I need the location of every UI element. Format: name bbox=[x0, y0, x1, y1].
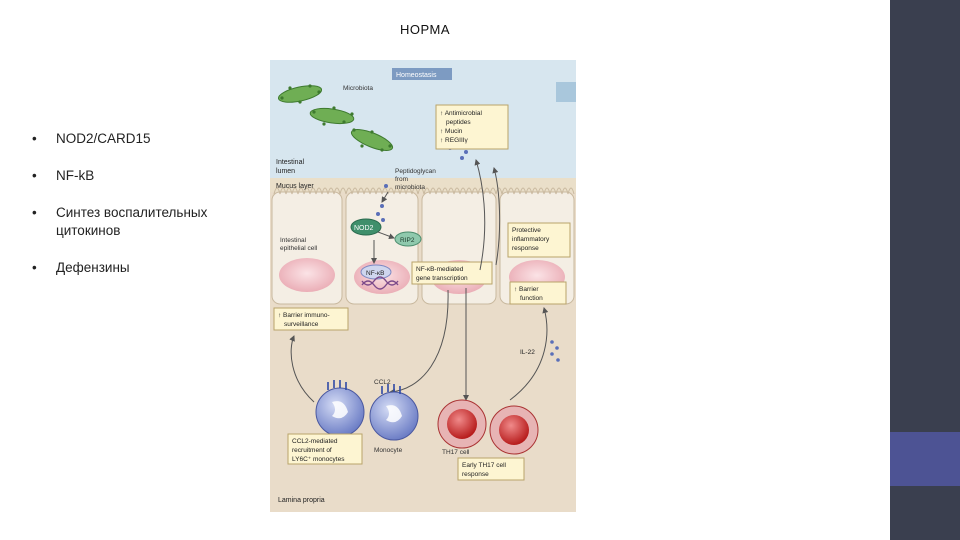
microbiota-bacteria bbox=[277, 85, 394, 151]
barrier-surveillance-box bbox=[273, 307, 349, 331]
svg-text:function: function bbox=[520, 295, 543, 302]
svg-text:epithelial cell: epithelial cell bbox=[280, 245, 318, 252]
bullet-text: NF-kB bbox=[56, 168, 95, 183]
th17-cells bbox=[437, 399, 539, 455]
nucleus bbox=[279, 258, 335, 292]
svg-text:↑ Mucin: ↑ Mucin bbox=[440, 128, 463, 135]
il22-label: IL-22 bbox=[520, 349, 535, 356]
nod2-protein bbox=[350, 218, 382, 236]
svg-text:microbiota: microbiota bbox=[395, 184, 425, 191]
svg-text:response: response bbox=[512, 245, 539, 252]
slide-title: НОРМА bbox=[399, 22, 451, 37]
peptidoglycan-label: Peptidoglycan bbox=[395, 168, 436, 175]
bullet-item: •NF-kB bbox=[32, 168, 95, 183]
lamina-propria-label: Lamina propria bbox=[278, 497, 325, 504]
nfkb-label: NF-κB bbox=[366, 270, 384, 277]
svg-text:from: from bbox=[395, 176, 408, 183]
nfkb-transcription-box bbox=[411, 261, 493, 285]
intestinal-lumen-label: Intestinal bbox=[276, 159, 304, 166]
svg-text:peptides: peptides bbox=[446, 119, 471, 126]
svg-text:↑ Antimicrobial: ↑ Antimicrobial bbox=[440, 110, 482, 117]
svg-text:recruitment of: recruitment of bbox=[292, 447, 332, 454]
svg-text:Early TH17 cell: Early TH17 cell bbox=[462, 462, 507, 469]
monocyte-cells bbox=[315, 380, 419, 441]
bullet-text: Синтез воспалительных цитокинов bbox=[56, 205, 208, 238]
svg-text:LY6C⁺ monocytes: LY6C⁺ monocytes bbox=[292, 456, 345, 463]
th17-response-box bbox=[457, 457, 525, 481]
ccl2-label: CCL2 bbox=[374, 379, 391, 386]
nod2-homeostasis-figure: Microbiota Homeostasis Intestinal lumen … bbox=[270, 60, 576, 512]
rip2-protein bbox=[394, 231, 422, 247]
bullet-item: •Дефензины bbox=[32, 260, 130, 275]
svg-text:surveillance: surveillance bbox=[284, 321, 319, 328]
svg-text:gene transcription: gene transcription bbox=[416, 275, 468, 282]
svg-text:↑ Barrier: ↑ Barrier bbox=[514, 286, 539, 293]
svg-text:↑ REGIIIγ: ↑ REGIIIγ bbox=[440, 137, 469, 144]
nod2-label: NOD2 bbox=[354, 225, 374, 232]
bullet-item: •Синтез воспалительных цитокинов bbox=[32, 205, 208, 238]
svg-text:NF-κB-mediated: NF-κB-mediated bbox=[416, 266, 464, 273]
protective-response-box bbox=[507, 222, 571, 258]
dna-helix bbox=[361, 276, 399, 290]
svg-text:inflammatory: inflammatory bbox=[512, 236, 550, 243]
homeostasis-label: Homeostasis bbox=[396, 72, 437, 79]
mucus-layer-label: Mucus layer bbox=[276, 183, 314, 190]
th17-cell-label: TH17 cell bbox=[442, 449, 470, 456]
svg-text:CCL2-mediated: CCL2-mediated bbox=[292, 438, 338, 445]
homeostasis-banner bbox=[392, 68, 452, 80]
svg-text:↑ Barrier immuno-: ↑ Barrier immuno- bbox=[278, 312, 330, 319]
side-decor-accent bbox=[890, 432, 960, 486]
rip2-label: RIP2 bbox=[400, 237, 415, 244]
intestinal-lumen-background bbox=[270, 60, 576, 190]
svg-text:response: response bbox=[462, 471, 489, 478]
barrier-function-box bbox=[509, 281, 567, 305]
ccl2-recruitment-box bbox=[287, 433, 363, 465]
antimicrobial-box bbox=[435, 104, 509, 150]
bullet-text: Дефензины bbox=[56, 260, 130, 275]
bullet-list: •NOD2/CARD15 •NF-kB •Синтез воспалительн… bbox=[30, 130, 260, 296]
microbiota-label: Microbiota bbox=[343, 85, 373, 92]
epithelial-cell-label: Intestinal bbox=[280, 237, 307, 244]
bullet-text: NOD2/CARD15 bbox=[56, 131, 151, 146]
monocyte-label: Monocyte bbox=[374, 447, 403, 454]
bullet-item: •NOD2/CARD15 bbox=[32, 131, 151, 146]
svg-text:lumen: lumen bbox=[276, 168, 295, 175]
svg-text:Protective: Protective bbox=[512, 227, 541, 234]
